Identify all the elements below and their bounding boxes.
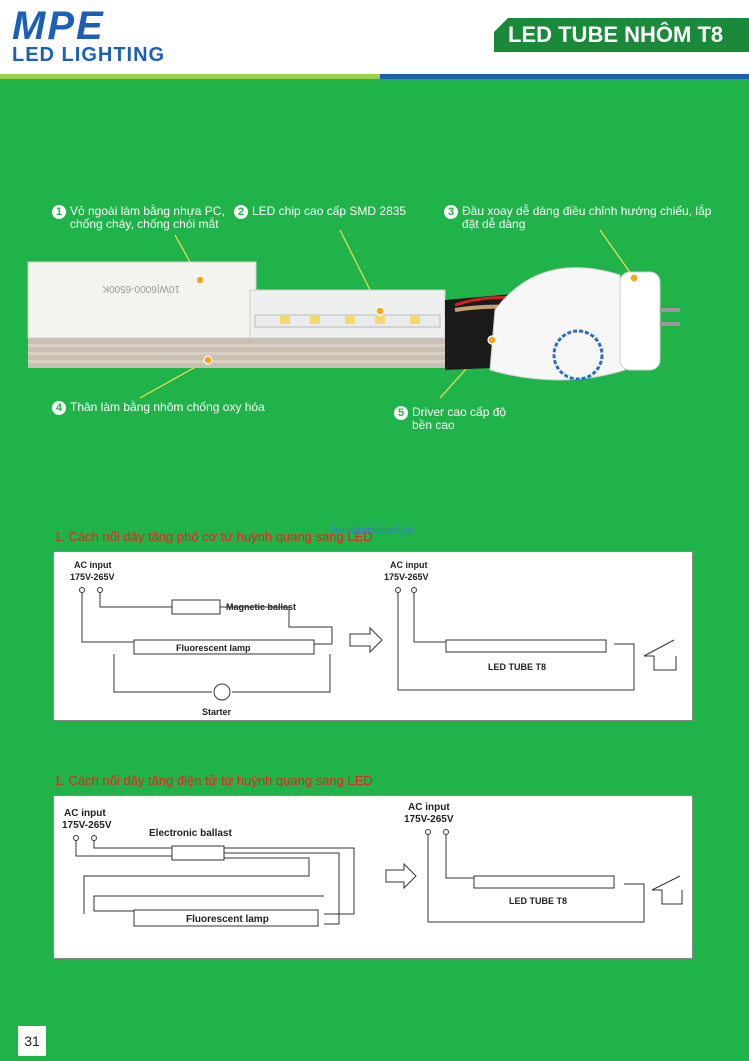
- pin-bottom: [660, 322, 680, 326]
- feature-callout-1: 1 Vỏ ngoài làm bằng nhựa PC, chống cháy, …: [52, 205, 232, 231]
- d2-ac-input: AC input: [64, 808, 106, 819]
- d2-led-ac-input: AC input: [408, 802, 450, 813]
- d1-starter: [213, 683, 231, 701]
- header-stripe-blue: [380, 74, 749, 79]
- product-print: 10W|6000-6500K: [102, 283, 180, 294]
- pc-cover: [27, 261, 257, 339]
- leader-line-3: [599, 229, 635, 279]
- d1-input-arrow: [643, 639, 677, 671]
- d1-led-voltage: 175V-265V: [384, 572, 429, 582]
- d1-ac-input: AC input: [74, 560, 112, 570]
- watermark: denmpeledled.vn: [330, 524, 414, 536]
- dot-2: [375, 306, 385, 316]
- d2-electronic-ballast: [171, 845, 225, 861]
- title-banner: [494, 18, 749, 52]
- diagram2-title: 1. Cách nối dây tăng điện tử từ huỳnh qu…: [54, 773, 373, 788]
- pin-top: [660, 308, 680, 312]
- d1-lamp-label: Fluorescent lamp: [176, 643, 251, 653]
- d2-led-voltage: 175V-265V: [404, 814, 454, 825]
- feature-callout-4: 4 Thân làm bằng nhôm chống oxy hóa: [52, 401, 312, 415]
- d1-magnetic-ballast: [171, 599, 221, 615]
- dot-1: [195, 275, 205, 285]
- end-cap-logo: [552, 329, 604, 381]
- dot-5: [487, 335, 497, 345]
- diagram2-svg: AC input 175V-265V Electronic ballast Fl…: [62, 802, 683, 927]
- d2-input-arrow: [651, 875, 683, 905]
- d1-starter-label: Starter: [202, 707, 232, 717]
- d1-voltage: 175V-265V: [70, 572, 115, 582]
- feature-number-2: 2: [234, 205, 248, 219]
- d2-lamp-label: Fluorescent lamp: [186, 914, 269, 925]
- feature-callout-5: 5 Driver cao cấp độ bền cao: [394, 406, 524, 432]
- brand-tagline: LED LIGHTING: [12, 44, 166, 66]
- d1-arrow: [349, 626, 383, 654]
- d2-arrow: [385, 862, 417, 890]
- end-cap-ring: [619, 271, 661, 371]
- dot-3: [629, 273, 639, 283]
- d2-fluorescent-lamp: [133, 909, 319, 927]
- header-stripe-green: [0, 74, 380, 79]
- feature-text-3: Đầu xoay dễ dàng điều chỉnh hướng chiếu,…: [462, 204, 712, 231]
- d1-fluorescent-lamp: [133, 639, 315, 655]
- diagram1-svg: AC input 175V-265V Magnetic ballast Fluo…: [70, 560, 677, 717]
- feature-text-1: Vỏ ngoài làm bằng nhựa PC, chống cháy, c…: [70, 204, 225, 231]
- d2-voltage: 175V-265V: [62, 820, 112, 831]
- diagram1-box: AC input 175V-265V Magnetic ballast Fluo…: [53, 551, 693, 721]
- d1-led-ac-input: AC input: [390, 560, 428, 570]
- d1-led-tube: [445, 639, 607, 653]
- feature-number-3: 3: [444, 205, 458, 219]
- diagram1-title: 1. Cách nối dây tăng phô cơ từ huỳnh qua…: [54, 529, 373, 544]
- diagram2-box: AC input 175V-265V Electronic ballast Fl…: [53, 795, 693, 959]
- end-cap: [489, 267, 626, 381]
- feature-callout-2: 2 LED chip cao cấp SMD 2835: [234, 205, 434, 219]
- feature-text-4: Thân làm bằng nhôm chống oxy hóa: [70, 400, 265, 414]
- feature-text-5: Driver cao cấp độ bền cao: [412, 405, 507, 432]
- feature-number-1: 1: [52, 205, 66, 219]
- page-title: LED TUBE NHÔM T8: [508, 22, 724, 47]
- brand-logo: MPE: [12, 4, 105, 48]
- feature-callout-3: 3 Đầu xoay dễ dàng điều chỉnh hướng chiếu…: [444, 205, 734, 231]
- d2-ballast-label: Electronic ballast: [149, 828, 232, 839]
- led-strip-housing: [249, 289, 446, 339]
- d2-led-tube-label: LED TUBE T8: [509, 896, 567, 906]
- feature-number-4: 4: [52, 401, 66, 415]
- d1-led-tube-label: LED TUBE T8: [488, 662, 546, 672]
- feature-text-2: LED chip cao cấp SMD 2835: [252, 204, 407, 218]
- page-number: 31: [18, 1026, 46, 1056]
- product-illustration: 10W|6000-6500K: [27, 229, 680, 399]
- feature-number-5: 5: [394, 406, 408, 420]
- d2-led-tube: [473, 875, 615, 889]
- dot-4: [203, 355, 213, 365]
